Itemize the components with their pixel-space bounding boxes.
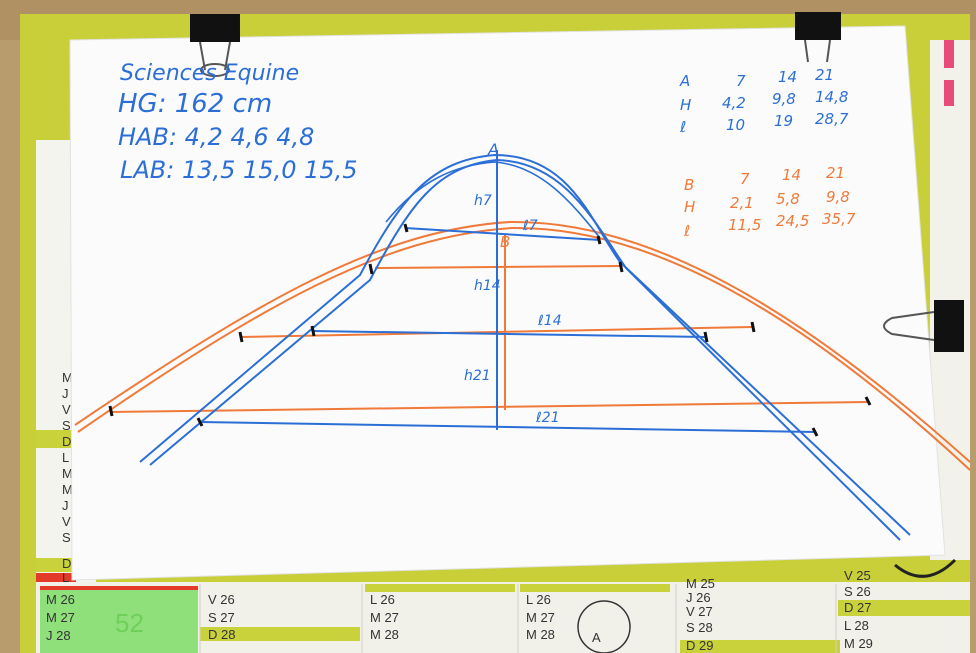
tick-marks	[108, 223, 872, 437]
svg-text:J: J	[62, 498, 69, 513]
svg-text:D 27: D 27	[844, 600, 871, 615]
svg-text:D 29: D 29	[686, 638, 713, 653]
svg-text:21: 21	[826, 164, 845, 182]
svg-text:h7: h7	[474, 193, 492, 209]
circled-letter: A	[592, 630, 601, 645]
svg-text:Sciences Equine: Sciences Equine	[120, 61, 299, 86]
circled-letter-ring	[577, 600, 631, 653]
svg-text:V 25: V 25	[844, 568, 871, 583]
svg-text:10: 10	[726, 116, 745, 134]
svg-text:11,5: 11,5	[728, 216, 761, 234]
svg-text:LAB: 13,5 15,0 15,5: LAB: 13,5 15,0 15,5	[120, 156, 358, 184]
svg-text:52: 52	[115, 608, 144, 638]
svg-text:9,8: 9,8	[772, 90, 796, 108]
svg-text:L 26: L 26	[526, 592, 551, 607]
svg-text:L: L	[62, 570, 69, 585]
svg-text:24,5: 24,5	[776, 212, 809, 230]
svg-text:M 26: M 26	[46, 592, 75, 607]
svg-text:14: 14	[778, 68, 797, 86]
svg-text:28,7: 28,7	[815, 110, 849, 128]
svg-text:ℓ21: ℓ21	[535, 410, 560, 426]
svg-text:A: A	[679, 72, 690, 90]
svg-text:D: D	[62, 556, 71, 571]
svg-text:V: V	[62, 514, 71, 529]
table-orange: B 7 14 21 H 2,1 5,8 9,8 ℓ 11,5 24,5 35,7	[683, 164, 856, 240]
svg-text:21: 21	[815, 66, 834, 84]
svg-text:M 29: M 29	[844, 636, 873, 651]
svg-text:h21: h21	[464, 368, 491, 384]
svg-text:M 27: M 27	[526, 610, 555, 625]
svg-text:M 27: M 27	[46, 610, 75, 625]
svg-text:M: M	[62, 370, 73, 385]
binder-clip-right	[883, 300, 964, 352]
svg-text:HG: 162 cm: HG: 162 cm	[118, 89, 272, 119]
svg-text:14,8: 14,8	[815, 88, 848, 106]
svg-text:S 26: S 26	[844, 584, 871, 599]
calendar-days: M 26 M 27 J 28 52 V 26 S 27 D 28 L 26 M …	[46, 568, 873, 653]
svg-text:L 26: L 26	[370, 592, 395, 607]
svg-text:V 26: V 26	[208, 592, 235, 607]
blue-curve-a	[139, 150, 911, 541]
label-b: B	[500, 233, 510, 251]
svg-text:4,2: 4,2	[722, 94, 746, 112]
svg-text:M 28: M 28	[370, 627, 399, 642]
svg-text:M 25: M 25	[686, 576, 715, 591]
svg-text:H: H	[680, 96, 691, 114]
svg-text:7: 7	[740, 170, 750, 188]
svg-text:V 27: V 27	[686, 604, 713, 619]
svg-text:35,7: 35,7	[822, 210, 856, 228]
svg-text:L 28: L 28	[844, 618, 869, 633]
svg-text:A: A	[487, 140, 499, 159]
svg-text:S: S	[62, 530, 71, 545]
svg-text:HAB: 4,2 4,6 4,8: HAB: 4,2 4,6 4,8	[118, 123, 314, 151]
orange-curve-b	[74, 220, 971, 471]
svg-text:ℓ: ℓ	[679, 118, 686, 136]
paper-sheet	[70, 26, 945, 580]
svg-text:B: B	[684, 176, 694, 194]
svg-text:M 27: M 27	[370, 610, 399, 625]
svg-text:S 27: S 27	[208, 610, 235, 625]
calendar-highlight-week	[40, 586, 198, 653]
svg-text:h14: h14	[474, 278, 501, 294]
svg-text:H: H	[684, 198, 695, 216]
svg-text:L: L	[62, 450, 69, 465]
svg-text:J: J	[62, 386, 69, 401]
svg-text:ℓ14: ℓ14	[537, 313, 562, 329]
binder-clip-left	[190, 14, 240, 77]
svg-text:V: V	[62, 402, 71, 417]
svg-text:J 26: J 26	[686, 590, 711, 605]
diagram-labels: A h7 ℓ7 h14 ℓ14 h21 ℓ21	[464, 140, 562, 426]
svg-text:M: M	[62, 482, 73, 497]
svg-text:D: D	[62, 434, 71, 449]
svg-text:5,8: 5,8	[776, 190, 800, 208]
svg-text:7: 7	[736, 72, 746, 90]
svg-text:ℓ7: ℓ7	[522, 218, 538, 234]
svg-text:S 28: S 28	[686, 620, 713, 635]
svg-text:ℓ: ℓ	[683, 222, 690, 240]
svg-text:14: 14	[782, 166, 801, 184]
svg-text:2,1: 2,1	[730, 194, 754, 212]
svg-text:S: S	[62, 418, 71, 433]
table-blue: A 7 14 21 H 4,2 9,8 14,8 ℓ 10 19 28,7	[679, 66, 849, 136]
svg-text:19: 19	[774, 112, 793, 130]
svg-text:M: M	[62, 466, 73, 481]
svg-text:D 28: D 28	[208, 627, 235, 642]
calendar-side-letters: M J V S D L M M J V S D L	[62, 370, 73, 585]
handwritten-notes: Sciences Equine HG: 162 cm HAB: 4,2 4,6 …	[118, 61, 358, 184]
binder-clip-top-right	[795, 12, 841, 63]
svg-text:9,8: 9,8	[826, 188, 850, 206]
svg-text:M 28: M 28	[526, 627, 555, 642]
svg-text:J 28: J 28	[46, 628, 71, 643]
